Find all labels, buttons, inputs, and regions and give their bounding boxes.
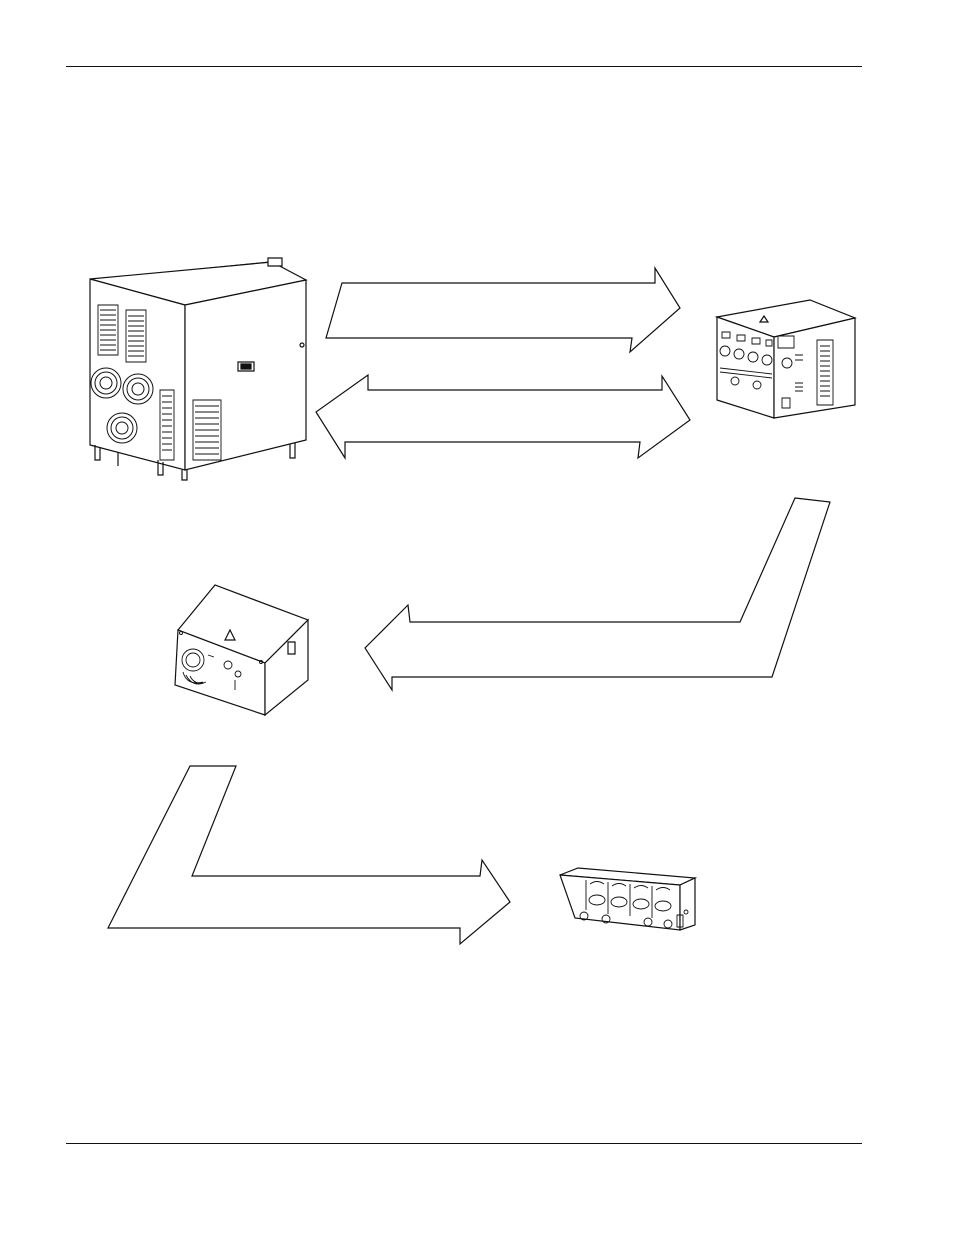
- gas-console-icon: [717, 300, 855, 418]
- arrow-gas-to-power: [316, 375, 690, 458]
- arrow-gas-to-ignition: [365, 498, 830, 690]
- arrow-ignition-to-manifold: [108, 766, 510, 944]
- ignition-console-icon: [175, 585, 308, 715]
- header-rule: [66, 66, 862, 67]
- arrow-power-to-gas: [326, 268, 680, 352]
- valve-manifold-icon: [560, 868, 695, 930]
- footer-rule: [66, 1143, 862, 1144]
- power-supply-cabinet-icon: [90, 258, 306, 480]
